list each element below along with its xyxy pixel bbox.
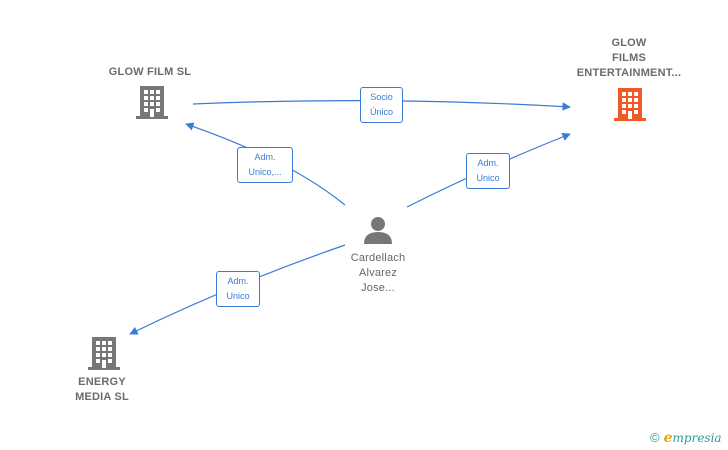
copyright-symbol: © (650, 430, 660, 445)
node-label-energy-media[interactable]: ENERGY MEDIA SL (75, 376, 129, 403)
edge-label-adm-unico-glow-films: Adm. Unico (466, 153, 510, 189)
edge-label-adm-unico-glow-film: Adm. Unico,... (237, 147, 293, 183)
brand-name: mpresia (672, 431, 722, 445)
edge-label-adm-unico-energy: Adm. Unico (216, 271, 260, 307)
building-icon[interactable] (614, 86, 646, 122)
empresia-watermark: ©empresia (650, 430, 722, 446)
brand-initial: e (663, 430, 673, 446)
edge-label-socio-unico: Socio Único (360, 87, 403, 123)
person-icon[interactable] (362, 214, 394, 246)
node-label-glow-film[interactable]: GLOW FILM SL (108, 66, 192, 78)
node-label-cardellach[interactable]: Cardellach Alvarez Jose... (350, 252, 406, 294)
node-label-glow-films-entertainment[interactable]: GLOW FILMS ENTERTAINMENT... (576, 37, 682, 79)
building-icon[interactable] (88, 335, 120, 371)
building-icon[interactable] (136, 84, 168, 120)
